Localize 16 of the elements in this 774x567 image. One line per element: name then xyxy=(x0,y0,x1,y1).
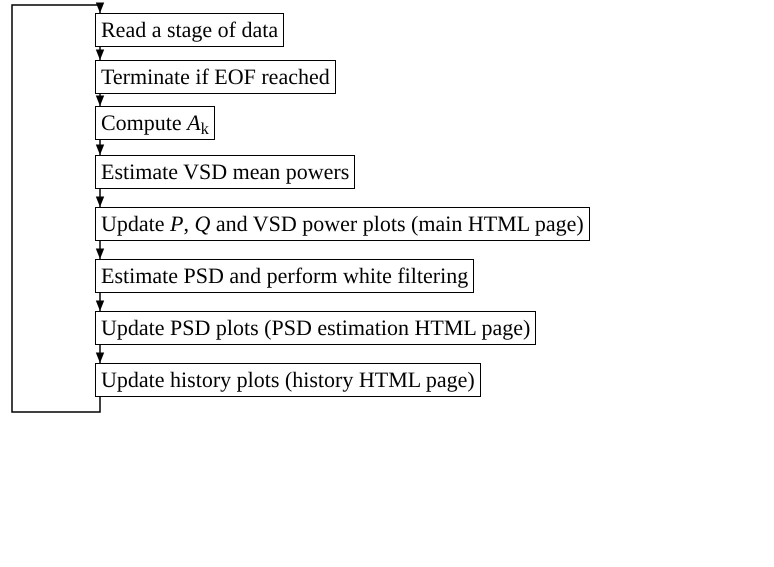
process-box: Update history plots (history HTML page) xyxy=(95,363,481,397)
arrow xyxy=(96,293,104,311)
arrow xyxy=(96,94,104,106)
process-box: Terminate if EOF reached xyxy=(95,60,336,94)
process-box: Compute A$_{k}$ xyxy=(95,106,215,140)
process-box: Estimate VSD mean powers xyxy=(95,155,356,189)
arrow xyxy=(96,47,104,60)
process-box: Update P, Q and VSD power plots (main HTML page) xyxy=(95,207,590,241)
arrow xyxy=(96,345,104,363)
arrow xyxy=(96,140,104,155)
arrow xyxy=(96,189,104,207)
process-box: Read a stage of data xyxy=(95,13,284,47)
arrow xyxy=(96,241,104,259)
arrow xyxy=(11,2,104,413)
process-box: Update PSD plots (PSD estimation HTML page) xyxy=(95,311,536,345)
process-box: Estimate PSD and perform white filtering xyxy=(95,259,474,293)
